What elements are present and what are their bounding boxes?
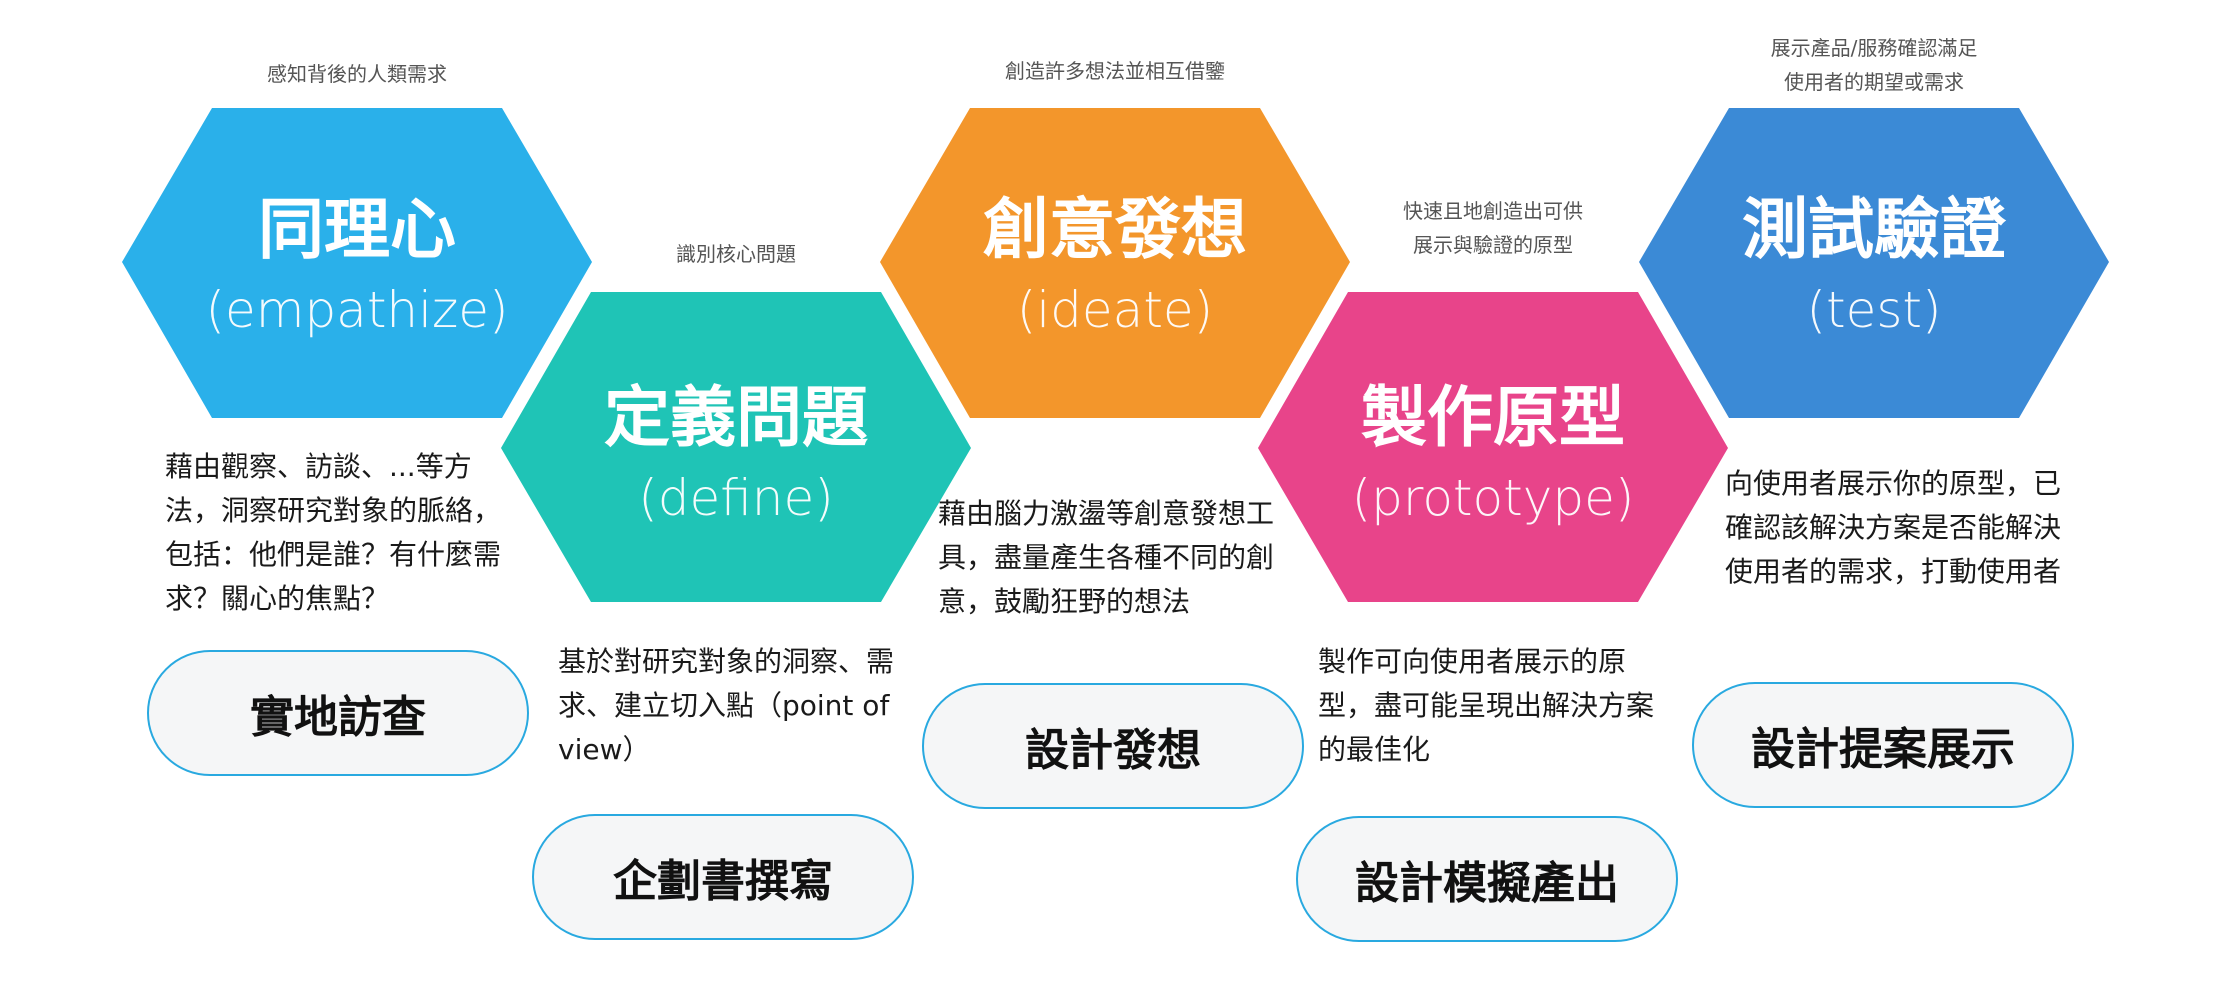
caption-test: 展示產品/服務確認滿足 使用者的期望或需求 [1724, 31, 2024, 99]
hex-subtitle-define: (define) [638, 469, 834, 527]
caption-ideate: 創造許多想法並相互借鑒 [965, 54, 1265, 88]
hex-subtitle-prototype: (prototype) [1351, 469, 1635, 527]
hex-title-define: 定義問題 [604, 379, 868, 456]
hex-title-empathize: 同理心 [258, 191, 456, 268]
caption-line: 展示與驗證的原型 [1413, 233, 1573, 257]
caption-prototype: 快速且地創造出可供 展示與驗證的原型 [1343, 194, 1643, 262]
hex-title-ideate: 創意發想 [983, 191, 1247, 268]
deliverable-button-empathize[interactable]: 實地訪查 [147, 650, 529, 776]
description-empathize: 藉由觀察、訪談、...等方法，洞察研究對象的脈絡，包括：他們是誰？有什麼需求？關… [165, 450, 502, 615]
deliverable-button-ideate[interactable]: 設計發想 [922, 683, 1304, 809]
caption-line: 展示產品/服務確認滿足 [1770, 36, 1978, 60]
hexagon-empathize [122, 108, 592, 418]
caption-line: 創造許多想法並相互借鑒 [1005, 59, 1225, 83]
hex-subtitle-test: (test) [1806, 281, 1942, 339]
deliverable-button-define[interactable]: 企劃書撰寫 [532, 814, 914, 940]
description-prototype: 製作可向使用者展示的原型，盡可能呈現出解決方案的最佳化 [1318, 645, 1655, 766]
deliverable-button-test[interactable]: 設計提案展示 [1692, 682, 2074, 808]
hexagon-ideate [880, 108, 1350, 418]
hexagon-prototype [1258, 292, 1728, 602]
hex-subtitle-empathize: (empathize) [205, 281, 509, 339]
description-test: 向使用者展示你的原型，已確認該解決方案是否能解決使用者的需求，打動使用者 [1725, 467, 2062, 588]
caption-empathize: 感知背後的人類需求 [207, 57, 507, 91]
caption-line: 感知背後的人類需求 [267, 62, 447, 86]
caption-line: 識別核心問題 [676, 242, 796, 266]
caption-define: 識別核心問題 [586, 237, 886, 271]
hexagon-define [501, 292, 971, 602]
hexagon-test [1639, 108, 2109, 418]
hex-title-prototype: 製作原型 [1361, 379, 1625, 456]
caption-line: 使用者的期望或需求 [1784, 70, 1964, 94]
hex-subtitle-ideate: (ideate) [1016, 281, 1214, 339]
caption-line: 快速且地創造出可供 [1403, 199, 1583, 223]
deliverable-button-prototype[interactable]: 設計模擬產出 [1296, 816, 1678, 942]
description-define: 基於對研究對象的洞察、需求、建立切入點（point of view） [558, 645, 895, 766]
description-ideate: 藉由腦力激盪等創意發想工具，盡量產生各種不同的創意，鼓勵狂野的想法 [938, 497, 1275, 618]
hex-title-test: 測試驗證 [1742, 191, 2006, 268]
